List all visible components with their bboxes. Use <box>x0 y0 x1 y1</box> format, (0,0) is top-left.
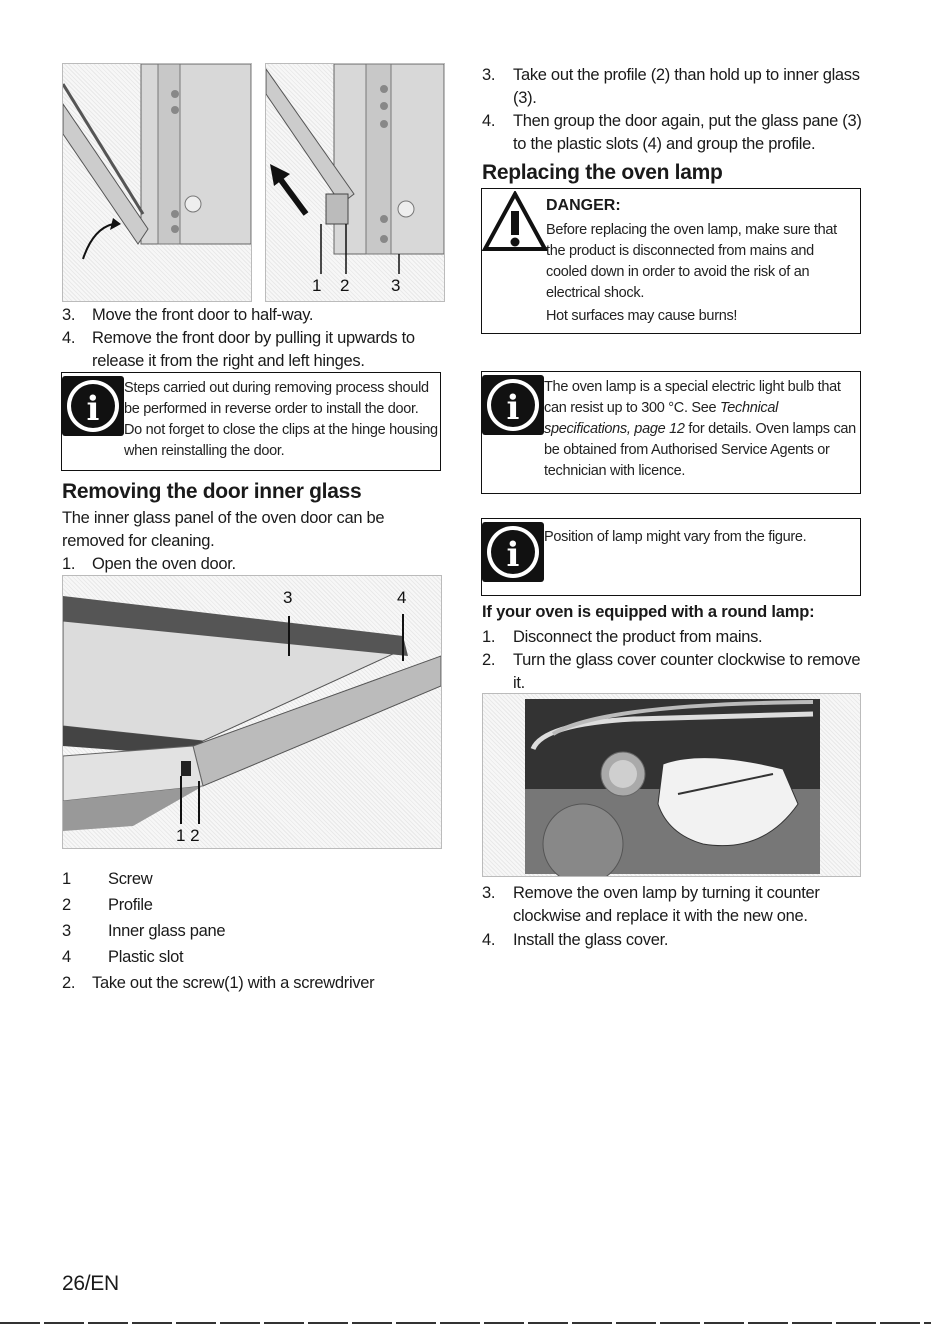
page-number: 26/EN <box>62 1272 119 1295</box>
door-hinge-figure-left <box>62 63 252 302</box>
figure-label-4-slot: 4 <box>397 588 407 607</box>
figure-label-3-glass: 3 <box>283 588 293 607</box>
inner-glass-illustration <box>63 596 441 831</box>
heading-replacing-oven-lamp: Replacing the oven lamp <box>482 161 723 184</box>
door-hinge-figure-right: 1 2 3 <box>265 63 445 302</box>
heading-removing-inner-glass: Removing the door inner glass <box>62 480 362 503</box>
info-box-reverse-order: i Steps carried out during removing proc… <box>61 372 441 471</box>
step-replace-lamp: 3. Remove the oven lamp by turning it co… <box>482 884 820 925</box>
figure-label-1-2-screw-profile: 1 2 <box>176 826 200 845</box>
step-install-glass-cover: 4. Install the glass cover. <box>482 931 669 949</box>
svg-text:i: i <box>507 535 520 575</box>
danger-burn-warning: Hot surfaces may cause burns! <box>546 308 738 324</box>
step-move-door: 3. Move the front door to half-way. <box>62 306 314 324</box>
info-icon: i <box>482 375 544 435</box>
svg-text:i: i <box>87 389 100 429</box>
figure-label-2: 2 <box>340 276 350 295</box>
danger-box: DANGER: Before replacing the oven lamp, … <box>481 188 861 334</box>
info-box-lamp-specs: i The oven lamp is a special electric li… <box>481 371 861 494</box>
step-remove-door: 4. Remove the front door by pulling it u… <box>62 329 415 370</box>
bottom-rule <box>0 1322 931 1324</box>
step-remove-screw: 2. Take out the screw(1) with a screwdri… <box>62 974 375 992</box>
door-hinge-illustration-right <box>266 64 444 274</box>
step-take-out-profile: 3. Take out the profile (2) than hold up… <box>482 66 860 107</box>
step-turn-glass-cover: 2. Turn the glass cover counter clockwis… <box>482 651 861 692</box>
subheading-round-lamp: If your oven is equipped with a round la… <box>482 603 815 621</box>
info-icon: i <box>62 376 124 436</box>
technical-specifications-reference: Technical specifications, page 12 <box>544 400 779 437</box>
figure-label-3: 3 <box>391 276 401 295</box>
step-group-door: 4. Then group the door again, put the gl… <box>482 112 862 153</box>
figure-label-1: 1 <box>312 276 322 295</box>
danger-title: DANGER: <box>546 197 621 214</box>
intro-removing-inner-glass: The inner glass panel of the oven door c… <box>62 509 385 550</box>
warning-triangle-icon <box>482 191 548 251</box>
step-open-door: 1. Open the oven door. <box>62 555 236 573</box>
oven-lamp-figure <box>482 693 861 877</box>
info-text-lamp-position: Position of lamp might vary from the fig… <box>544 529 807 545</box>
oven-lamp-illustration <box>525 699 820 876</box>
inner-glass-figure: 3 4 1 2 <box>62 575 442 849</box>
info-box-lamp-position: i Position of lamp might vary from the f… <box>481 518 861 596</box>
info-text-reverse-order: Steps carried out during removing proces… <box>124 380 438 459</box>
info-icon: i <box>482 522 544 582</box>
svg-text:i: i <box>507 388 520 428</box>
step-disconnect-mains: 1. Disconnect the product from mains. <box>482 628 763 646</box>
danger-text: Before replacing the oven lamp, make sur… <box>546 222 837 301</box>
info-text-lamp-specs: The oven lamp is a special electric ligh… <box>544 379 856 479</box>
door-hinge-illustration-left <box>63 64 251 260</box>
